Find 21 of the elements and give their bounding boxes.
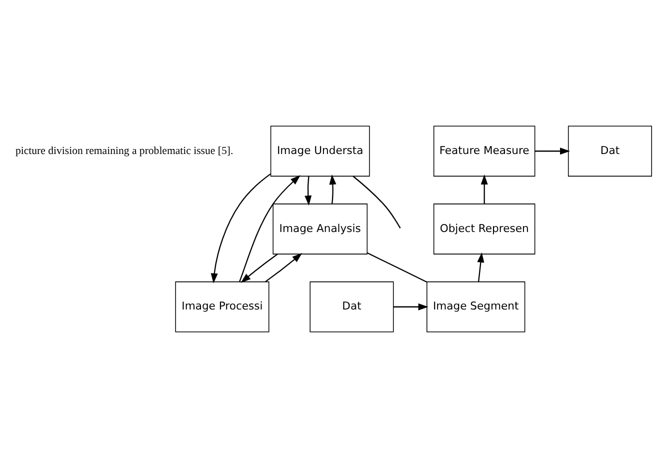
label: picture division remaining a problematic issue [5]. bbox=[15, 144, 234, 157]
node-box: Image Segment bbox=[426, 281, 526, 332]
arrow bbox=[210, 174, 271, 284]
connector bbox=[352, 176, 401, 228]
node-box: Image Analysis bbox=[272, 204, 368, 254]
arrow bbox=[477, 252, 484, 282]
arrow bbox=[304, 176, 312, 206]
arrow bbox=[240, 254, 278, 283]
node-box: Dat bbox=[568, 126, 652, 177]
arrow bbox=[480, 174, 488, 204]
arrow bbox=[393, 303, 428, 310]
arrow bbox=[329, 174, 336, 204]
node-box: Object Represen bbox=[433, 204, 536, 254]
connector bbox=[367, 252, 427, 283]
node-box: Image Understa bbox=[270, 126, 370, 177]
node-box: Image Processi bbox=[175, 281, 270, 332]
arrow bbox=[239, 175, 300, 282]
node-box: Feature Measure bbox=[433, 126, 536, 177]
node-box: Dat bbox=[310, 281, 394, 332]
arrow bbox=[534, 148, 570, 155]
arrow bbox=[265, 253, 302, 282]
